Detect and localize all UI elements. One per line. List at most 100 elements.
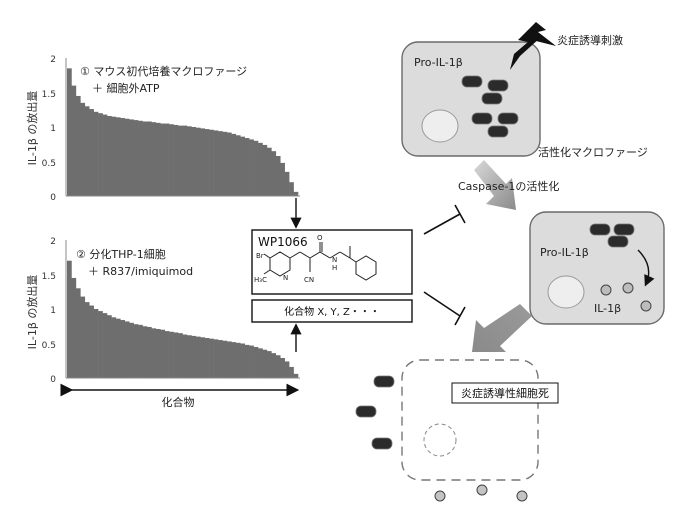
il1b-label: IL-1β xyxy=(594,302,621,315)
pro-il1b-granules-top xyxy=(461,75,519,138)
chart-2-bar-46 xyxy=(271,353,277,378)
chart-1-bar-35 xyxy=(222,131,228,196)
chart-2-bar-3 xyxy=(80,296,86,378)
caspase-label: Caspase-1の活性化 xyxy=(458,179,559,193)
chart-1-bar-25 xyxy=(178,125,183,196)
atom-o: O xyxy=(317,234,323,242)
chart-2-bar-42 xyxy=(253,346,259,378)
chart-1-bar-41 xyxy=(249,139,254,196)
chart-2-bar-27 xyxy=(186,335,192,378)
pyroptosis-label: 炎症誘導性細胞死 xyxy=(461,386,549,400)
chart-1-bar-42 xyxy=(253,140,259,196)
chart-2-ytick-0: 0 xyxy=(50,375,56,385)
atom-h: H xyxy=(332,264,337,272)
chart-1-ytick-0.5: 0.5 xyxy=(42,159,56,169)
stimulus-label: 炎症誘導刺激 xyxy=(557,33,623,47)
chart-1-bar-31 xyxy=(204,129,210,196)
chart-1-bar-18 xyxy=(146,121,152,196)
chart-1-ytick-2: 2 xyxy=(50,55,56,65)
chart-2-bar-34 xyxy=(218,340,223,378)
chart-1-bars xyxy=(67,68,299,196)
chart-1-ytick-1: 1 xyxy=(50,124,56,134)
chart-1-bar-39 xyxy=(240,136,245,196)
released-il1b-particles xyxy=(434,484,528,502)
atom-cn: CN xyxy=(304,276,314,284)
chart-2-bar-23 xyxy=(169,331,174,378)
chart-2-bar-20 xyxy=(155,329,161,378)
chart-1-bar-48 xyxy=(280,162,285,196)
chart-1: 2 1.5 1 0.5 0 IL-1β の放出量 ① マウス初代培養マクロファー… xyxy=(25,55,300,203)
chart-1-ylabel: IL-1β の放出量 xyxy=(25,91,39,166)
cell-activated-macrophage: Pro-IL-1β 炎症誘導刺激 活性化マクロファージ xyxy=(401,22,648,159)
big-arrow-caspase xyxy=(474,160,516,210)
chart-2-bar-36 xyxy=(226,341,232,378)
chart-1-bar-15 xyxy=(133,120,139,196)
conversion-arrow xyxy=(637,249,655,287)
chart-1-bar-7 xyxy=(98,113,103,196)
chart-2-bar-9 xyxy=(106,315,112,378)
chart-1-bar-0 xyxy=(67,68,72,196)
pyroptosis-label-box xyxy=(451,382,559,404)
chart-2-bar-49 xyxy=(284,361,290,378)
atom-n-ring: N xyxy=(283,274,288,282)
chart-2-bar-19 xyxy=(151,328,157,378)
pro-il1b-label-mid: Pro-IL-1β xyxy=(540,246,589,259)
atom-br: Br xyxy=(256,252,264,260)
chart-1-bar-38 xyxy=(235,135,241,196)
chart-2-title-line1: ② 分化THP-1細胞 xyxy=(76,247,166,261)
chart-1-bar-32 xyxy=(209,129,214,196)
chart-2-bar-32 xyxy=(209,338,214,378)
chart-1-bar-3 xyxy=(80,102,86,196)
big-arrow-pyroptosis xyxy=(472,304,532,352)
chart-1-bar-26 xyxy=(182,125,188,196)
chart-2-bar-5 xyxy=(89,305,94,378)
chart-1-ytick-1.5: 1.5 xyxy=(42,90,56,100)
other-compounds-box xyxy=(251,299,413,323)
other-compounds-label: 化合物 X, Y, Z・・・ xyxy=(284,305,380,318)
chart-1-bar-21 xyxy=(160,123,166,196)
chart-2-bar-16 xyxy=(138,324,143,378)
cell-pyroptotic: 炎症誘導性細胞死 xyxy=(355,359,559,502)
chart-1-bar-4 xyxy=(84,106,90,196)
chart-2-ytick-1: 1 xyxy=(50,306,56,316)
chart-1-bar-10 xyxy=(111,116,117,196)
chart-1-bar-40 xyxy=(244,138,250,196)
chart-2-bar-35 xyxy=(222,340,228,378)
activated-macrophage-label: 活性化マクロファージ xyxy=(538,145,648,159)
chart-1-bar-28 xyxy=(191,127,197,196)
chart-2-bar-18 xyxy=(146,326,152,378)
chart-2-bar-48 xyxy=(280,357,285,378)
chart-2-bar-12 xyxy=(120,320,126,378)
chart-1-bar-37 xyxy=(231,133,237,196)
chart-1-bar-12 xyxy=(120,118,126,196)
chart-1-bar-5 xyxy=(89,109,94,196)
chart-2-ytick-2: 2 xyxy=(50,237,56,247)
chart-2-bar-10 xyxy=(111,317,117,378)
chart-2-bar-29 xyxy=(195,336,201,378)
chart-2-bar-6 xyxy=(93,309,99,378)
chart-2-bar-41 xyxy=(249,345,254,378)
chart-2-bar-33 xyxy=(213,339,219,378)
cell-dead-nucleus xyxy=(423,423,457,457)
chart-1-bar-43 xyxy=(258,142,263,196)
chart-2-ytick-1.5: 1.5 xyxy=(42,272,56,282)
chart-1-bar-14 xyxy=(129,119,134,196)
chart-2-title-line2: ＋ R837/imiquimod xyxy=(88,265,193,278)
chart-2-bar-50 xyxy=(289,366,294,378)
chart-2-bar-17 xyxy=(142,326,148,378)
wp1066-name: WP1066 xyxy=(258,235,308,249)
chart-1-bar-2 xyxy=(75,95,81,196)
atom-h3c: H₃C xyxy=(254,276,267,284)
chart-2-bar-40 xyxy=(244,344,250,378)
wp1066-box xyxy=(251,229,413,295)
atom-nh: N xyxy=(332,256,337,264)
cell-mid-nucleus xyxy=(547,275,585,309)
chart-2-bar-28 xyxy=(191,335,197,378)
chart-1-bar-1 xyxy=(71,85,77,196)
chart-2-bar-7 xyxy=(98,311,103,378)
chart-2-bar-45 xyxy=(266,351,272,378)
chart-2-bar-11 xyxy=(115,318,121,378)
il1b-particles-mid xyxy=(600,282,652,312)
chart-2-bar-14 xyxy=(129,322,134,378)
